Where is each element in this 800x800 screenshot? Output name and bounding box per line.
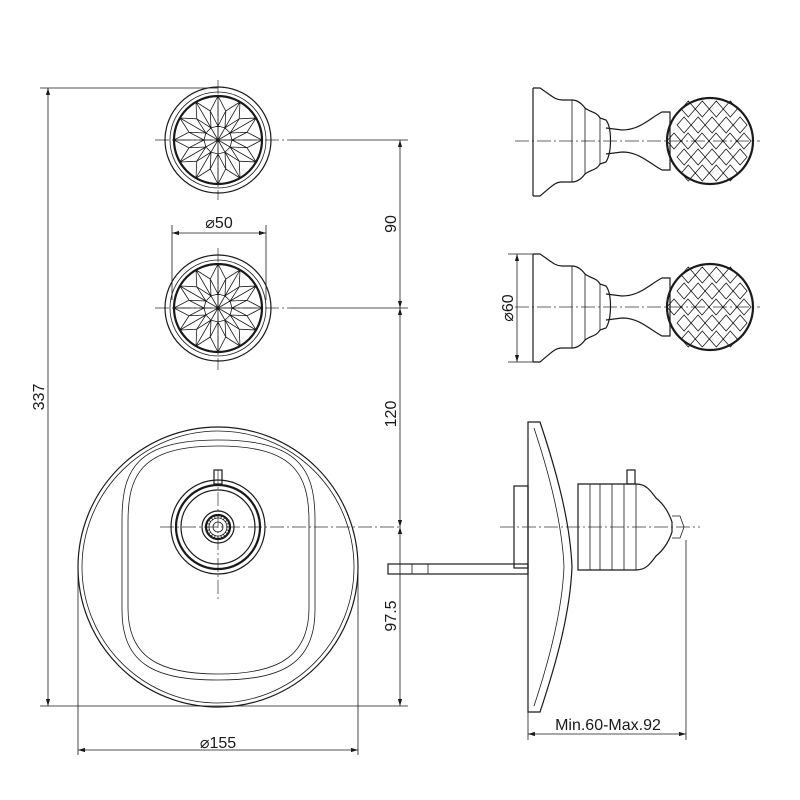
handle-rosette-inner <box>169 259 267 357</box>
dimension-side-diameter: ⌀60 <box>500 253 540 363</box>
front-handle-bottom <box>155 248 290 370</box>
dim-label-plate-diameter: ⌀155 <box>200 735 236 752</box>
crystal-handle-icon <box>172 94 264 186</box>
dimension-handle-spacing: 90 <box>290 139 408 309</box>
handle-rosette <box>164 254 272 362</box>
dimension-plate-diameter: ⌀155 <box>77 567 359 755</box>
dim-label-plate-lower: 97.5 <box>383 600 400 631</box>
plate-recess <box>121 439 316 681</box>
dimension-overall-height: 337 <box>31 87 218 707</box>
plate-recess-inner <box>127 445 310 675</box>
side-handle-top <box>515 87 760 197</box>
side-plate <box>387 421 700 713</box>
handle-rosette-inner <box>169 91 267 189</box>
dimension-plate-lower: 97.5 <box>218 527 408 707</box>
front-handle-top <box>155 80 290 200</box>
valve-spindle <box>387 563 529 575</box>
front-plate <box>77 426 400 708</box>
dim-label-side-diameter: ⌀60 <box>500 294 517 322</box>
dim-label-handle-to-plate: 120 <box>383 401 400 428</box>
crystal-handle-icon <box>665 96 755 186</box>
dim-label-overall-height: 337 <box>31 384 48 411</box>
dim-label-depth-range: Min.60-Max.92 <box>555 717 661 734</box>
valve-ring-outer <box>170 479 266 575</box>
valve-body <box>577 483 673 571</box>
plate-profile <box>527 421 573 713</box>
dimension-depth-range: Min.60-Max.92 <box>527 540 687 740</box>
valve-ring-inner <box>180 489 256 565</box>
plate-profile-inner <box>533 427 565 707</box>
valve-ring <box>174 483 262 571</box>
valve-stop-pin <box>213 469 223 485</box>
dim-label-handle-spacing: 90 <box>383 215 400 233</box>
handle-rosette <box>164 86 272 194</box>
valve-stop-pin <box>626 469 636 485</box>
crystal-handle-icon <box>172 262 264 354</box>
side-handle-bottom <box>515 253 760 363</box>
dim-label-handle-diameter: ⌀50 <box>205 215 233 232</box>
crystal-handle-icon <box>665 262 755 352</box>
dimension-handle-diameter: ⌀50 <box>171 215 267 300</box>
dimension-handle-to-plate: 120 <box>383 308 403 527</box>
concealed-valve-icon <box>201 510 235 544</box>
plate-outline-inner <box>81 430 355 704</box>
